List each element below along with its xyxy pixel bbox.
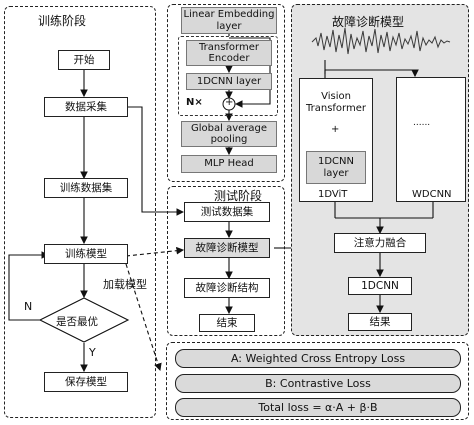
test-set-node: 测试数据集 bbox=[184, 202, 270, 222]
end-node: 结束 bbox=[199, 314, 255, 332]
start-node: 开始 bbox=[58, 50, 110, 70]
waveform-icon bbox=[311, 27, 451, 55]
arrow-train-loss bbox=[125, 263, 162, 372]
transformer-encoder-node: Transformer Encoder bbox=[186, 40, 272, 66]
train-model-node: 训练模型 bbox=[44, 244, 128, 264]
data-collection-node: 数据采集 bbox=[44, 97, 128, 117]
save-model-node: 保存模型 bbox=[44, 372, 128, 392]
load-model-label: 加载模型 bbox=[103, 278, 147, 291]
yes-label: Y bbox=[89, 346, 96, 359]
training-stage-title: 训练阶段 bbox=[38, 14, 87, 28]
vit-label: Vision Transformer bbox=[305, 91, 366, 114]
arrow-collect-testset bbox=[128, 106, 185, 216]
model-architecture-region bbox=[167, 4, 285, 182]
conv-layer-node: 1DCNN layer bbox=[186, 73, 272, 90]
arrow-no-loop bbox=[8, 251, 50, 321]
diagnosis-result-node: 故障诊断结构 bbox=[184, 278, 270, 298]
wdcnn-branch bbox=[396, 77, 466, 202]
testing-stage-title: 测试阶段 bbox=[214, 189, 263, 203]
plus-sign-model: + bbox=[225, 97, 234, 108]
diagnosis-model-node: 故障诊断模型 bbox=[184, 238, 270, 258]
plus-circle-model bbox=[222, 97, 236, 111]
no-label: N bbox=[24, 300, 33, 313]
loss-total: Total loss = α·A + β·B bbox=[175, 398, 461, 417]
plus-sign-vit: + bbox=[331, 124, 340, 135]
loss-a: A: Weighted Cross Entropy Loss bbox=[175, 349, 461, 368]
branch2-label: WDCNN bbox=[412, 189, 452, 200]
decision-label: 是否最优 bbox=[56, 316, 98, 328]
output-node: 结果 bbox=[348, 313, 412, 331]
encoder-block bbox=[178, 36, 278, 116]
fault-model-title: 故障诊断模型 bbox=[332, 15, 405, 29]
arrow-residual bbox=[229, 37, 271, 108]
vit-conv-node: 1DCNN layer bbox=[306, 151, 366, 184]
linear-embedding-node: Linear Embedding layer bbox=[181, 7, 277, 34]
arrow-load-model bbox=[125, 246, 185, 257]
testing-stage-region bbox=[167, 186, 285, 336]
final-conv-node: 1DCNN bbox=[348, 277, 412, 295]
wdcnn-dots: ...... bbox=[413, 118, 431, 128]
training-set-node: 训练数据集 bbox=[44, 178, 128, 198]
loss-b: B: Contrastive Loss bbox=[175, 374, 461, 393]
attention-fusion-node: 注意力融合 bbox=[334, 233, 426, 253]
repeat-label: N× bbox=[186, 97, 203, 108]
branch1-label: 1DViT bbox=[318, 189, 348, 200]
loss-region bbox=[166, 342, 469, 420]
mlp-head-node: MLP Head bbox=[181, 155, 277, 173]
global-pooling-node: Global average pooling bbox=[181, 121, 277, 147]
decision-diamond bbox=[38, 297, 130, 343]
